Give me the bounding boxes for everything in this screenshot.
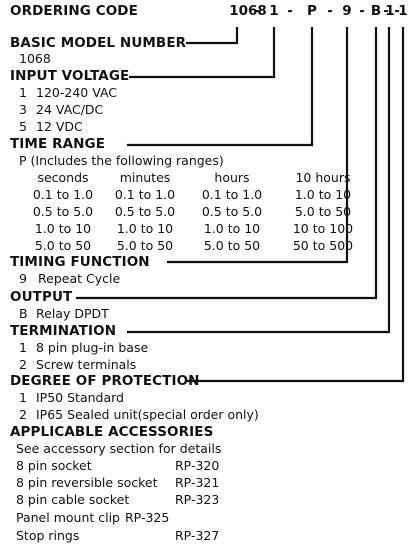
time-range-col-header: minutes xyxy=(119,170,171,185)
timing-function-code: 9 xyxy=(19,271,27,286)
input-voltage-text: 120-240 VAC xyxy=(36,85,118,100)
accessory-part: RP-323 xyxy=(175,492,220,507)
basic-model-heading: BASIC MODEL NUMBER xyxy=(10,35,187,51)
time-range-cell: 0.1 to 1.0 xyxy=(114,187,176,202)
output-text: Relay DPDT xyxy=(36,306,109,321)
termination-code: 1 xyxy=(19,340,27,355)
time-range-cell: 5.0 to 50 xyxy=(116,238,174,253)
basic-model-value: 1068 xyxy=(19,51,51,66)
output-code: B xyxy=(19,306,28,321)
accessory-name: 8 pin socket xyxy=(16,458,92,473)
time-range-cell: 5.0 to 50 xyxy=(294,204,352,219)
input-voltage-heading: INPUT VOLTAGE xyxy=(10,68,130,84)
time-range-cell: 1.0 to 10 xyxy=(203,221,261,236)
input-voltage-code: 1 xyxy=(19,85,27,100)
protection-code: 2 xyxy=(19,407,27,422)
code-part-protection: 1 xyxy=(398,3,408,19)
code-part-dash: - xyxy=(287,3,293,19)
time-range-cell: 50 to 500 xyxy=(292,238,354,253)
protection-code: 1 xyxy=(19,390,27,405)
input-voltage-code: 3 xyxy=(19,102,27,117)
accessories-heading: APPLICABLE ACCESSORIES xyxy=(10,424,214,440)
time-range-cell: 1.0 to 10 xyxy=(294,187,352,202)
termination-code: 2 xyxy=(19,357,27,372)
termination-text: 8 pin plug-in base xyxy=(36,340,149,355)
code-part-dash: - xyxy=(394,3,400,19)
time-range-cell: 1.0 to 10 xyxy=(34,221,92,236)
code-part-dash: - xyxy=(255,3,261,19)
connector-basic-model xyxy=(186,27,239,45)
accessory-name: Panel mount clip xyxy=(16,510,120,525)
time-range-note: P (Includes the following ranges) xyxy=(19,153,224,168)
accessory-part: RP-325 xyxy=(125,510,170,525)
code-part-dash: - xyxy=(327,3,333,19)
accessory-name: 8 pin reversible socket xyxy=(16,475,158,490)
connector-protection xyxy=(187,27,405,383)
termination-text: Screw terminals xyxy=(36,357,137,372)
code-part-model: 1068 xyxy=(229,3,267,19)
protection-text: IP65 Sealed unit(special order only) xyxy=(36,407,259,422)
time-range-cell: 5.0 to 50 xyxy=(203,238,261,253)
input-voltage-text: 24 VAC/DC xyxy=(36,102,104,117)
accessory-name: Stop rings xyxy=(16,528,80,543)
protection-text: IP50 Standard xyxy=(36,390,124,405)
connector-time-range xyxy=(127,27,314,147)
time-range-col-header: hours xyxy=(214,170,250,185)
time-range-col-header: seconds xyxy=(37,170,89,185)
time-range-cell: 10 to 100 xyxy=(292,221,354,236)
time-range-cell: 5.0 to 50 xyxy=(34,238,92,253)
connector-timing-function xyxy=(167,27,349,264)
termination-heading: TERMINATION xyxy=(10,323,117,339)
code-part-termination: 1 xyxy=(385,3,395,19)
code-part-voltage: 1 xyxy=(269,3,279,19)
code-part-dash: - xyxy=(383,3,389,19)
ordering-code-label: ORDERING CODE xyxy=(10,3,138,19)
accessory-name: 8 pin cable socket xyxy=(16,492,130,507)
time-range-col-header: 10 hours xyxy=(295,170,351,185)
time-range-cell: 0.5 to 5.0 xyxy=(201,204,263,219)
time-range-heading: TIME RANGE xyxy=(10,136,106,152)
code-part-output: B xyxy=(370,3,382,19)
time-range-cell: 0.5 to 5.0 xyxy=(32,204,94,219)
input-voltage-code: 5 xyxy=(19,119,27,134)
input-voltage-text: 12 VDC xyxy=(36,119,83,134)
time-range-cell: 1.0 to 10 xyxy=(116,221,174,236)
protection-heading: DEGREE OF PROTECTION xyxy=(10,373,200,389)
code-part-function: 9 xyxy=(342,3,352,19)
connector-input-voltage xyxy=(129,27,276,79)
timing-function-text: Repeat Cycle xyxy=(38,271,121,286)
time-range-cell: 0.5 to 5.0 xyxy=(114,204,176,219)
timing-function-heading: TIMING FUNCTION xyxy=(10,254,150,270)
connector-output xyxy=(76,27,378,300)
time-range-cell: 0.1 to 1.0 xyxy=(201,187,263,202)
code-part-dash: - xyxy=(359,3,365,19)
connector-termination xyxy=(127,27,391,334)
output-heading: OUTPUT xyxy=(10,289,73,305)
accessory-part: RP-321 xyxy=(175,475,220,490)
accessories-note: See accessory section for details xyxy=(16,441,222,456)
time-range-cell: 0.1 to 1.0 xyxy=(32,187,94,202)
accessory-part: RP-320 xyxy=(175,458,220,473)
accessory-part: RP-327 xyxy=(175,528,220,543)
code-part-time-range: P xyxy=(307,3,317,19)
